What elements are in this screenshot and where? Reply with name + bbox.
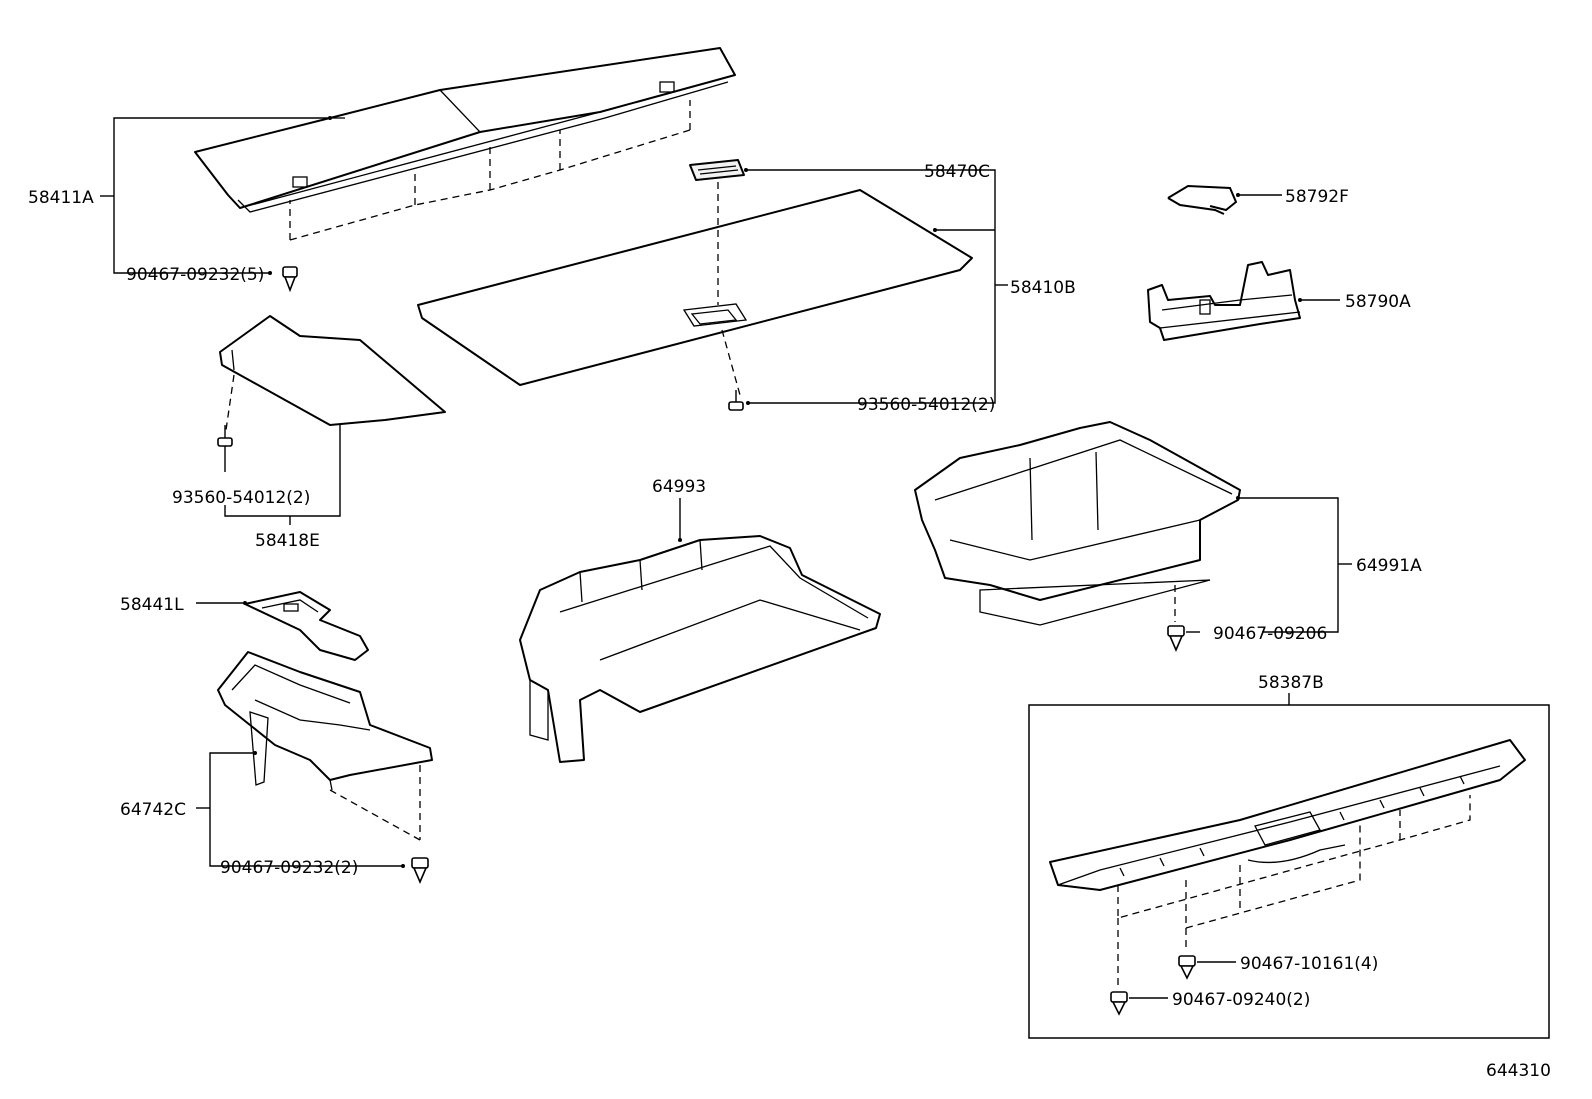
screw-93560-54012-left-icon	[217, 425, 233, 472]
leader-58418E	[224, 425, 341, 525]
label-90467-09232-2: 90467-09232(2)	[220, 858, 358, 878]
figure-code: 644310	[1486, 1061, 1551, 1081]
label-90467-09240-2: 90467-09240(2)	[1172, 990, 1310, 1010]
leader-64742C	[196, 751, 405, 868]
label-58792F: 58792F	[1285, 187, 1349, 207]
label-90467-10161-4: 90467-10161(4)	[1240, 954, 1378, 974]
leader-58410B	[744, 168, 1008, 405]
part-58790A-holder	[1147, 261, 1301, 341]
leader-58441L	[196, 601, 247, 605]
clip-90467-09232-2-icon	[411, 857, 429, 885]
part-58411A-shelf	[194, 47, 736, 213]
clip-90467-10161-4-icon	[1178, 955, 1236, 980]
label-58411A: 58411A	[28, 188, 94, 208]
clip-90467-09232-5-icon	[282, 266, 298, 293]
clip-90467-09240-2-icon	[1110, 991, 1168, 1016]
label-58418E: 58418E	[255, 531, 320, 551]
dash-58470C	[717, 182, 741, 396]
label-64991A: 64991A	[1356, 556, 1422, 576]
label-58387B: 58387B	[1258, 673, 1324, 693]
part-58470C-cover	[689, 159, 745, 181]
part-58441L-cover	[244, 591, 369, 661]
part-64742C-bracket	[217, 651, 433, 791]
dash-58387B	[1117, 795, 1471, 990]
leader-64993	[678, 498, 682, 542]
part-64991A-tray	[914, 421, 1241, 626]
leader-64991A	[1236, 496, 1352, 633]
label-90467-09232-5: 90467-09232(5)	[126, 265, 264, 285]
label-93560-54012-center: 93560-54012(2)	[857, 395, 995, 415]
leader-58790A	[1298, 298, 1340, 302]
label-64742C: 64742C	[120, 800, 186, 820]
part-58792F-bracket	[1167, 184, 1238, 215]
leader-58411A	[100, 116, 332, 275]
part-58411A-dashes	[289, 100, 691, 241]
label-58470C: 58470C	[924, 162, 990, 182]
label-58410B: 58410B	[1010, 278, 1076, 298]
part-58418E-side-board	[219, 315, 446, 426]
leader-58792F	[1236, 193, 1282, 197]
label-64993: 64993	[652, 477, 706, 497]
screw-93560-54012-center-icon	[728, 390, 744, 411]
part-64993-tray	[519, 535, 881, 763]
dash-58418E	[225, 374, 235, 431]
label-58790A: 58790A	[1345, 292, 1411, 312]
part-58410B-deck-board	[417, 189, 973, 386]
part-58387B-scuff-plate	[1049, 739, 1526, 891]
label-90467-09206: 90467-09206	[1213, 624, 1327, 644]
dash-64742C	[329, 765, 421, 841]
label-58441L: 58441L	[120, 595, 184, 615]
clip-90467-09206-icon	[1167, 625, 1200, 653]
label-93560-54012-left: 93560-54012(2)	[172, 488, 310, 508]
